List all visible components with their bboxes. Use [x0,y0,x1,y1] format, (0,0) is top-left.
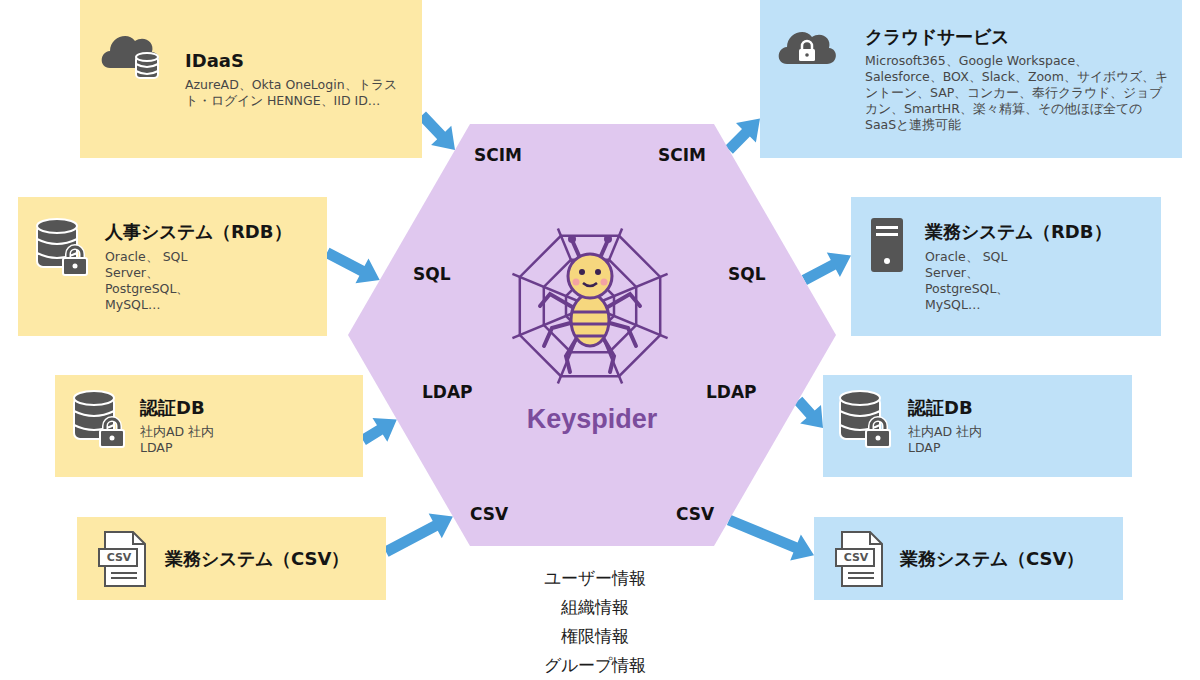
system-icon [71,389,135,449]
brand-name: Keyspider [348,404,836,435]
system-icon [34,217,98,277]
box-title: 業務システム（CSV） [165,547,372,570]
box-content: クラウドサービス Microsoft365、Google Workspace、 S… [865,25,1168,133]
protocol-label: CSV [470,504,508,524]
box-title: 人事システム（RDB） [105,220,313,243]
protocol-label: SCIM [658,145,706,165]
system-box: CSV 業務システム（CSV） [77,517,386,600]
box-content: 業務システム（CSV） [900,547,1109,570]
system-icon: CSV [95,529,159,589]
flow-arrow [418,112,455,151]
system-box: CSV 業務システム（CSV） [814,517,1123,600]
box-content: 業務システム（RDB） Oracle、 SQL Server、 PostgreSQ… [925,220,1147,312]
protocol-label: SQL [728,264,766,284]
spider-logo [500,216,680,396]
flow-arrow [325,248,380,284]
box-details: AzureAD、Okta OneLogin、トラスト・ログイン HENNGE、I… [185,77,408,109]
box-content: IDaaS AzureAD、Okta OneLogin、トラスト・ログイン HEN… [185,49,408,109]
box-title: 業務システム（CSV） [900,547,1109,570]
box-title: IDaaS [185,49,408,72]
flow-arrow [794,397,823,428]
flow-arrow [727,515,814,561]
system-box: 業務システム（RDB） Oracle、 SQL Server、 PostgreSQ… [851,197,1161,336]
box-details: 社内AD 社内LDAP [908,424,984,456]
info-item: ユーザー情報 [485,568,705,588]
system-box: クラウドサービス Microsoft365、Google Workspace、 S… [760,0,1182,158]
protocol-label: CSV [676,504,714,524]
box-details: Oracle、 SQL Server、 PostgreSQL、 MySQL… [925,249,1021,313]
system-box: IDaaS AzureAD、Okta OneLogin、トラスト・ログイン HEN… [80,0,422,158]
info-item: 権限情報 [485,626,705,646]
protocol-label: SCIM [474,145,522,165]
box-details: Oracle、 SQL Server、 PostgreSQL、 MySQL… [105,249,201,313]
box-title: クラウドサービス [865,25,1168,48]
protocol-label: LDAP [422,382,473,402]
protocol-label: SQL [413,264,451,284]
box-content: 認証DB 社内AD 社内LDAP [140,396,349,456]
box-title: 認証DB [140,396,349,419]
system-box: 認証DB 社内AD 社内LDAP [823,375,1132,477]
system-icon [775,18,839,78]
box-title: 業務システム（RDB） [925,220,1147,243]
system-icon: CSV [832,529,896,589]
system-icon [98,22,162,82]
system-icon [837,389,901,449]
flow-arrow [360,418,397,445]
box-content: 認証DB 社内AD 社内LDAP [908,396,1118,456]
info-item: グループ情報 [485,655,705,675]
box-details: 社内AD 社内LDAP [140,424,216,456]
file-type-label: CSV [838,551,874,564]
info-item: 組織情報 [485,597,705,617]
protocol-label: LDAP [706,382,757,402]
hub-hexagon: Keyspider [348,124,836,546]
box-content: 業務システム（CSV） [165,547,372,570]
system-box: 人事システム（RDB） Oracle、 SQL Server、 PostgreSQ… [18,197,327,336]
system-icon [861,215,925,275]
box-title: 認証DB [908,396,1118,419]
box-content: 人事システム（RDB） Oracle、 SQL Server、 PostgreSQ… [105,220,313,312]
system-box: 認証DB 社内AD 社内LDAP [55,375,363,477]
flow-arrow [802,252,851,285]
file-type-label: CSV [101,551,137,564]
flow-arrow [383,513,453,556]
flow-arrow [725,119,760,154]
box-details: Microsoft365、Google Workspace、 Salesforc… [865,53,1168,133]
